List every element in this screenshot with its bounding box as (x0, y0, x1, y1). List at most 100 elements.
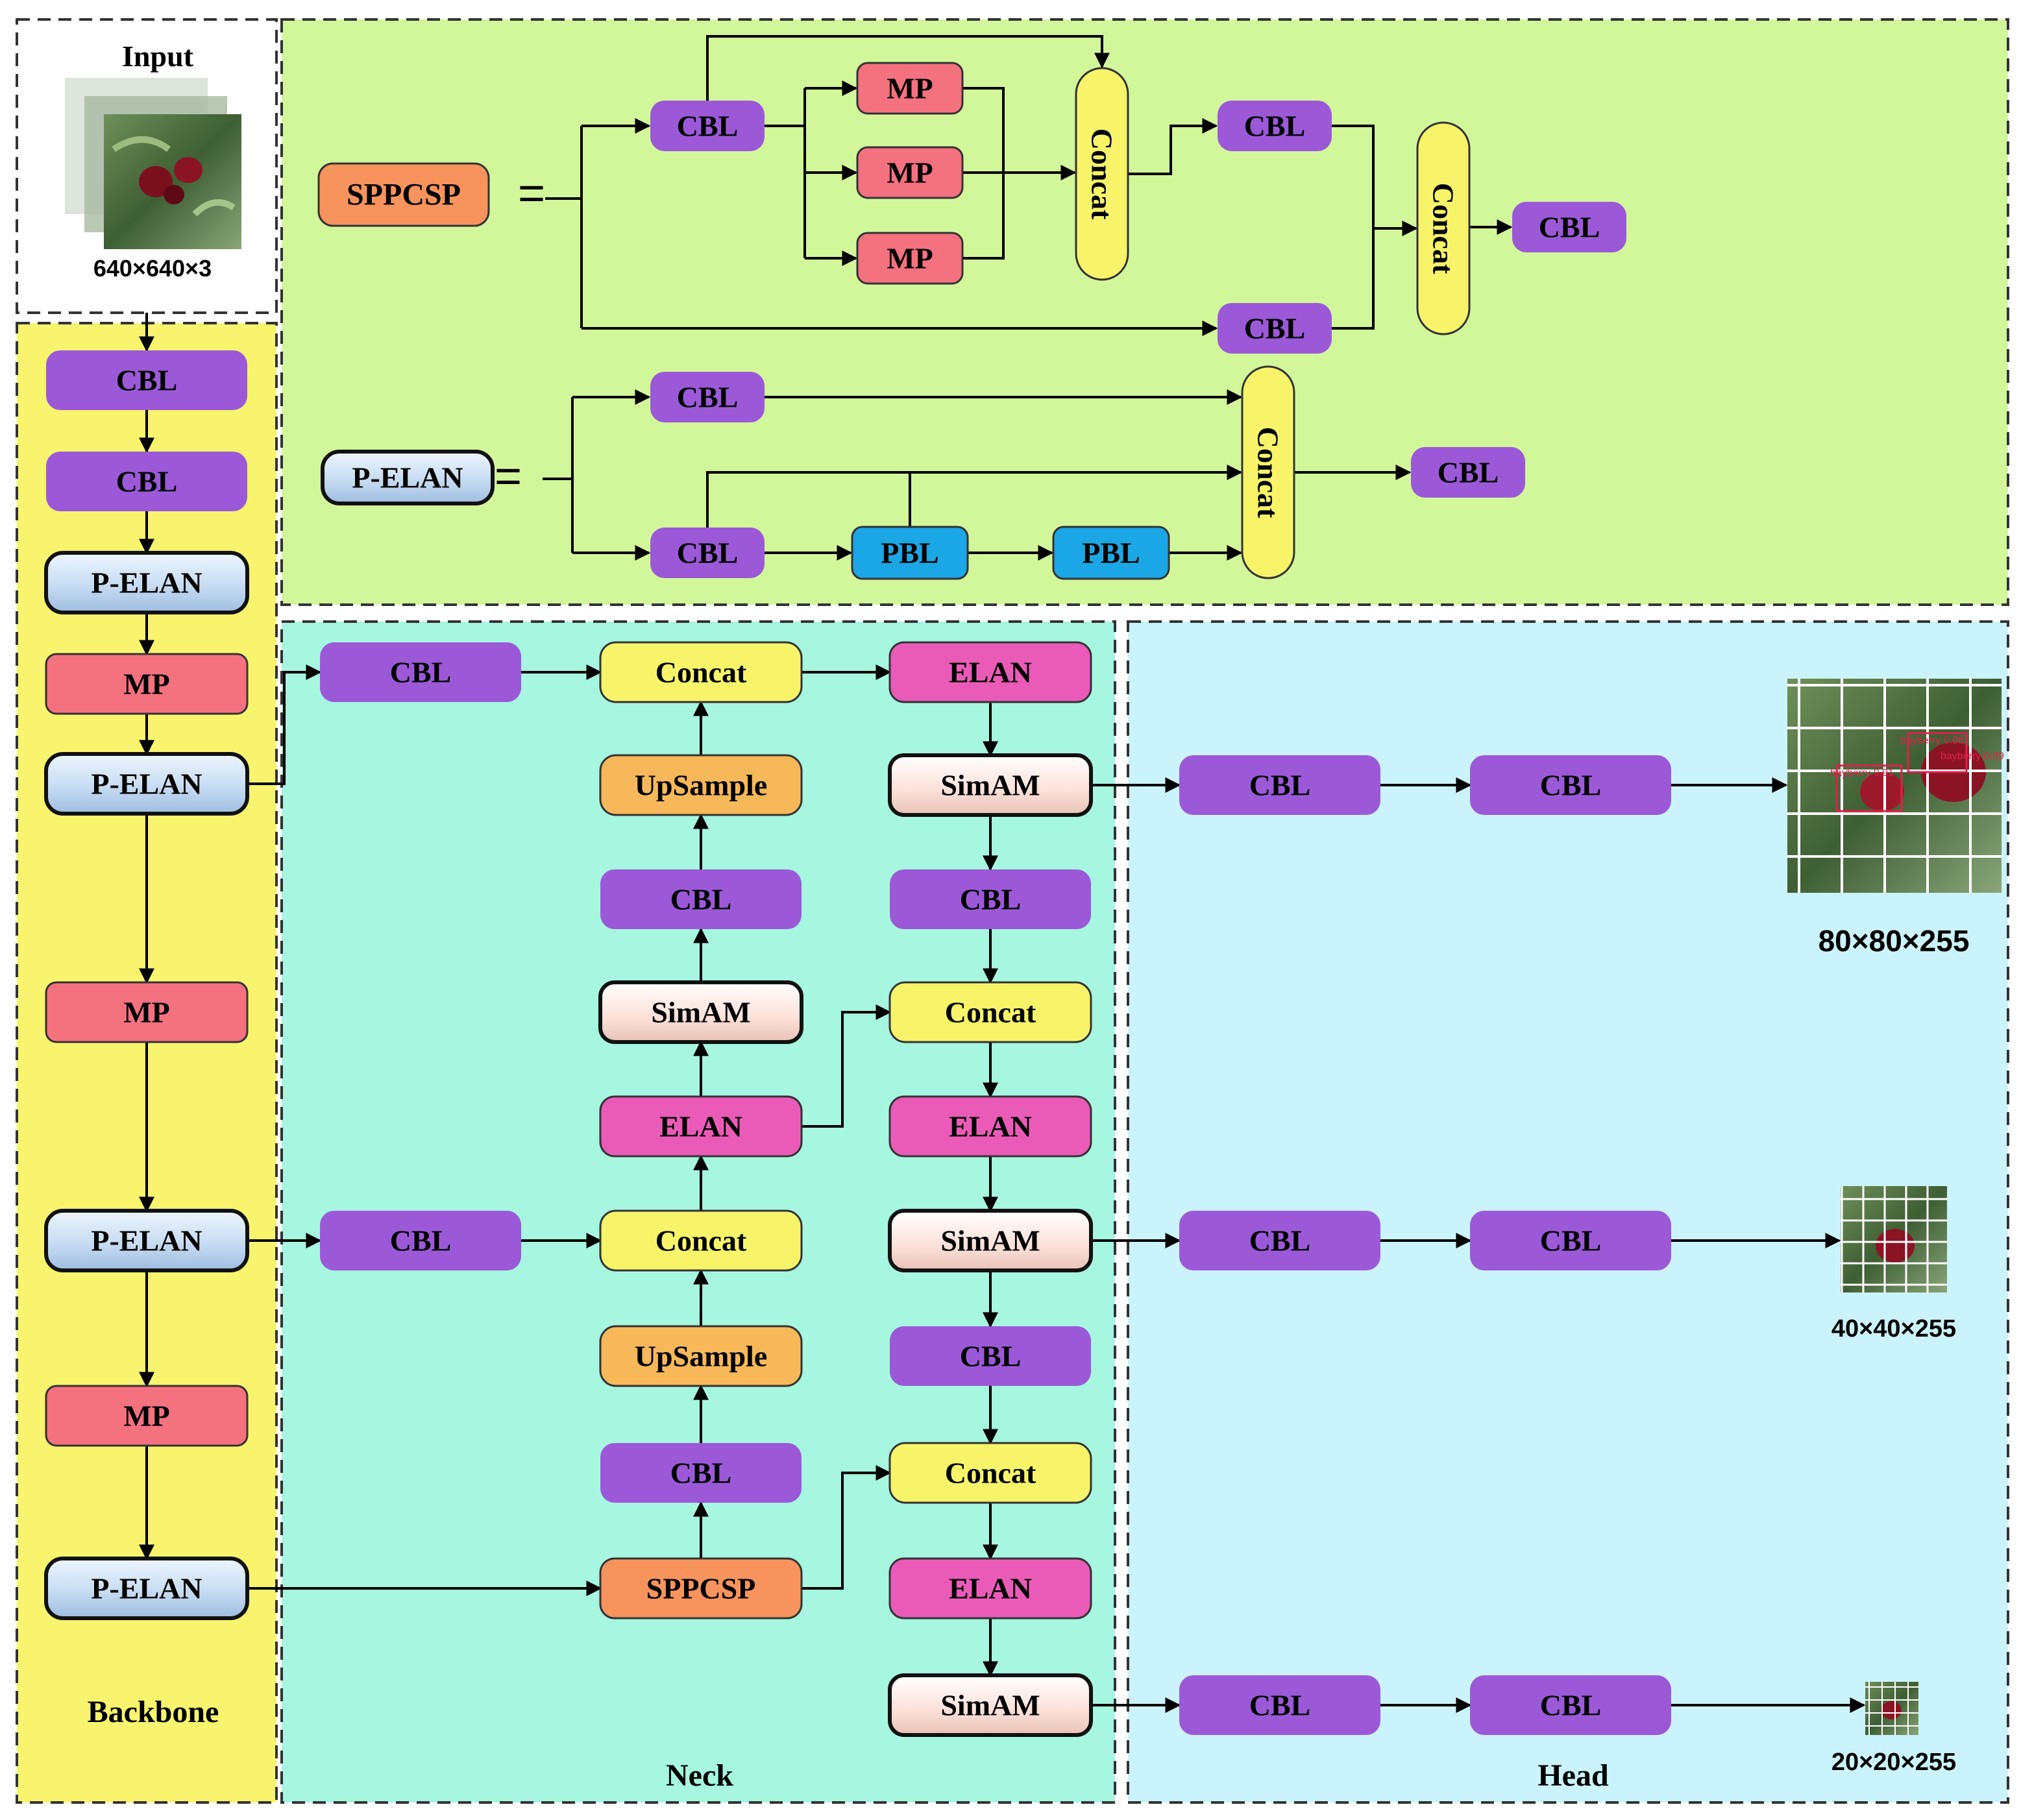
neck-simam-out-1-label: SimAM (940, 769, 1040, 802)
sppcsp-cbl-out: CBL (1512, 202, 1626, 252)
sppcsp-mp-3: MP (856, 232, 964, 285)
neck-concat-1: Concat (599, 641, 803, 703)
pelan-cbl-out-label: CBL (1438, 456, 1499, 489)
input-image (65, 78, 241, 249)
head-cbl-1-a: CBL (1179, 755, 1380, 815)
arrow (706, 35, 1110, 101)
neck-elan-out-2-label: ELAN (949, 1110, 1032, 1143)
sppcsp-cbl-in: CBL (650, 101, 765, 151)
neck-upsample-1-label: UpSample (635, 769, 767, 802)
pelan-cbl-bottom: CBL (650, 528, 765, 578)
neck-simam-out-3-label: SimAM (940, 1689, 1040, 1722)
arrow (802, 1004, 892, 1128)
neck-concat-2: Concat (599, 1209, 803, 1272)
neck-simam-out-2-label: SimAM (940, 1224, 1040, 1257)
neck-title: Neck (666, 1758, 733, 1793)
neck-cbl-mid-label: CBL (390, 1224, 452, 1257)
arrow (706, 465, 1243, 528)
neck-simam-up: SimAM (598, 980, 803, 1044)
backbone-title: Backbone (88, 1695, 219, 1729)
sppcsp-mp-2: MP (856, 146, 964, 199)
neck-concat-3: Concat (888, 981, 1092, 1043)
pelan-pbl-2-label: PBL (1082, 537, 1140, 570)
backbone-mp-3: MP (45, 1385, 249, 1447)
backbone-cbl-2-label: CBL (116, 465, 178, 498)
backbone-cbl-1-label: CBL (116, 364, 178, 397)
sppcsp-concat-2: Concat (1416, 121, 1471, 335)
neck-elan-out-1-label: ELAN (949, 656, 1032, 689)
pelan-pbl-1: PBL (851, 526, 969, 580)
sppcsp-cbl-mid: CBL (1218, 101, 1332, 151)
sppcsp-cbl-side-label: CBL (1244, 312, 1306, 345)
detection-label-1: bayberry 0.88 (1900, 735, 1964, 746)
backbone-cbl-1: CBL (46, 350, 247, 410)
arrow (247, 664, 322, 785)
neck-cbl-up-1: CBL (600, 869, 802, 929)
output-image-80: bayberry 0.88 bayberry 0.91 bayberry 0.8… (1787, 679, 2004, 893)
backbone-mp-2-label: MP (123, 996, 170, 1029)
neck-cbl-top: CBL (320, 642, 521, 702)
backbone-mp-1: MP (45, 653, 249, 715)
backbone-pelan-2: P-ELAN (44, 752, 249, 816)
output-dims-80: 80×80×255 (1819, 924, 1970, 958)
sppcsp-equals: = (518, 167, 545, 219)
pelan-cbl-top-label: CBL (677, 381, 739, 414)
neck-elan-out-1: ELAN (888, 641, 1092, 703)
backbone-pelan-1: P-ELAN (44, 551, 249, 614)
neck-cbl-down-1-label: CBL (960, 883, 1022, 916)
head-cbl-3-a: CBL (1179, 1675, 1380, 1735)
neck-cbl-mid: CBL (320, 1211, 521, 1270)
head-cbl-3-b-label: CBL (1540, 1689, 1602, 1722)
backbone-pelan-4-label: P-ELAN (91, 1572, 202, 1605)
head-title: Head (1537, 1758, 1609, 1793)
arrow (1128, 118, 1218, 175)
neck-sppcsp: SPPCSP (599, 1557, 803, 1620)
sppcsp-concat-1: Concat (1075, 67, 1129, 281)
neck-concat-4-label: Concat (945, 1457, 1036, 1490)
head-cbl-1-a-label: CBL (1249, 769, 1311, 802)
backbone-pelan-3-label: P-ELAN (91, 1224, 202, 1257)
neck-sppcsp-label: SPPCSP (646, 1572, 756, 1605)
sppcsp-mp-3-label: MP (887, 242, 933, 275)
neck-concat-4: Concat (888, 1442, 1092, 1504)
backbone-pelan-2-label: P-ELAN (91, 768, 202, 801)
pelan-pbl-1-label: PBL (881, 537, 938, 570)
sppcsp-mp-1: MP (856, 62, 964, 115)
backbone-pelan-4: P-ELAN (44, 1557, 249, 1620)
sppcsp-concat-1-label: Concat (1086, 128, 1119, 220)
backbone-cbl-2: CBL (46, 452, 247, 511)
sppcsp-cbl-in-label: CBL (677, 110, 739, 143)
output-dims-20: 20×20×255 (1831, 1749, 1956, 1776)
neck-cbl-top-label: CBL (390, 656, 452, 689)
sppcsp-concat-2-label: Concat (1427, 183, 1460, 274)
backbone-pelan-1-label: P-ELAN (91, 566, 202, 600)
pelan-concat-label: Concat (1252, 427, 1285, 518)
pelan-legend-name: P-ELAN (321, 450, 495, 505)
pelan-legend-name-label: P-ELAN (352, 461, 463, 494)
connector-lines (139, 35, 1866, 1713)
neck-cbl-down-2: CBL (890, 1326, 1091, 1386)
neck-simam-out-2: SimAM (888, 1209, 1093, 1272)
detection-label-3: bayberry 0.89 (1941, 751, 2004, 762)
pelan-concat: Concat (1241, 365, 1295, 579)
neck-cbl-up-2-label: CBL (670, 1457, 732, 1490)
output-image-20 (1865, 1682, 1918, 1735)
neck-elan-out-3-label: ELAN (949, 1572, 1032, 1605)
backbone-pelan-3: P-ELAN (44, 1209, 249, 1272)
sppcsp-mp-1-label: MP (887, 72, 933, 105)
neck-concat-2-label: Concat (655, 1224, 747, 1257)
neck-upsample-1: UpSample (599, 754, 803, 816)
backbone-mp-2: MP (45, 981, 249, 1043)
pelan-equals: = (495, 450, 522, 502)
detection-label-2: bayberry 0.91 (1830, 768, 1894, 779)
pelan-cbl-bottom-label: CBL (677, 537, 739, 570)
neck-elan-out-3: ELAN (888, 1557, 1092, 1620)
head-cbl-2-b-label: CBL (1540, 1224, 1602, 1257)
neck-simam-out-1: SimAM (888, 753, 1093, 817)
sppcsp-legend-name-label: SPPCSP (347, 178, 461, 212)
head-cbl-2-b: CBL (1470, 1211, 1671, 1270)
head-cbl-1-b-label: CBL (1540, 769, 1602, 802)
sppcsp-mp-2-label: MP (887, 156, 933, 189)
backbone-mp-1-label: MP (123, 668, 170, 701)
